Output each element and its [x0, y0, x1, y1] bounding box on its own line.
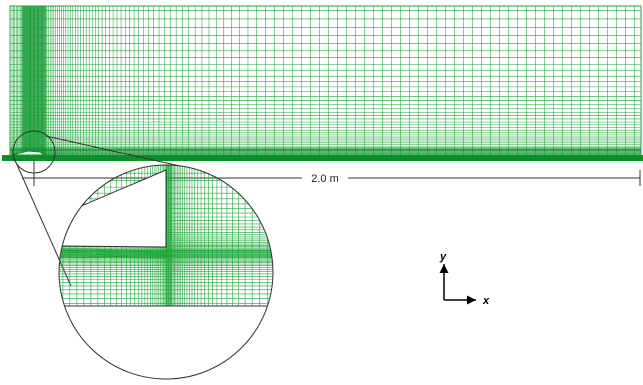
mesh-line — [59, 252, 167, 256]
mesh-line — [59, 255, 167, 258]
crosshair-marker — [22, 161, 46, 186]
magnify-connector-lines — [13, 135, 181, 287]
dimension-label: 2.0 m — [311, 173, 339, 185]
mesh-line — [59, 256, 167, 259]
mesh-line — [59, 249, 167, 253]
mesh-line — [59, 254, 167, 257]
mesh-line — [59, 251, 167, 255]
mesh-line — [59, 250, 167, 254]
mesh-line — [59, 248, 167, 253]
magnify-detail-circle — [58, 164, 274, 380]
main-mesh-grid — [10, 6, 641, 160]
plate-band — [2, 150, 643, 161]
axis-indicator: y x — [439, 251, 490, 307]
x-axis-label: x — [482, 295, 490, 307]
y-axis-label: y — [439, 251, 447, 263]
mesh-line — [59, 247, 167, 252]
mesh-line — [59, 253, 167, 257]
